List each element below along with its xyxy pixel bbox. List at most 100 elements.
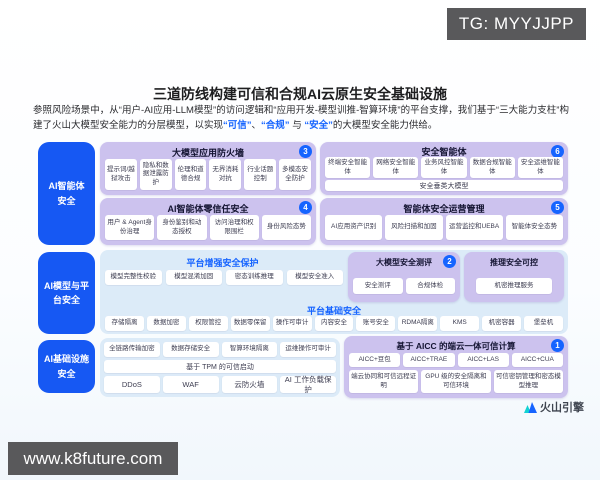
item-row: 用户 & Agent身份治理 身份鉴别和动态授权 访问治理和权限围栏 身份风险态… — [105, 215, 311, 240]
badge-5: 5 — [551, 201, 564, 214]
capability-item: 多模态安全防护 — [279, 159, 311, 190]
item-row: AI应用资产识别 风险扫描和加固 运营监控和UEBA 智能体安全态势 — [325, 215, 563, 240]
page-title: 三道防线构建可信和合规AI云原生安全基础设施 — [153, 86, 447, 102]
capability-item: 密态训练推理 — [226, 270, 283, 285]
capability-item: 网络安全智能体 — [373, 157, 419, 178]
capability-item: AICC+TRAE — [403, 353, 455, 367]
badge-3: 3 — [299, 145, 312, 158]
badge-4: 4 — [299, 201, 312, 214]
section-title: 大模型安全测评 — [376, 258, 432, 267]
section-platform-security: 平台增强安全保护 模型完整性校验 模型混淆加固 密态训练推理 模型安全准入 大模… — [100, 250, 568, 334]
section-inference-control: 推理安全可控 机密推理服务 — [464, 252, 564, 302]
capability-item: 隐私和数据泄露防护 — [139, 159, 172, 190]
capability-item: RDMA隔离 — [398, 316, 438, 331]
capability-item: 模型混淆加固 — [165, 270, 222, 285]
capability-item: 机密推理服务 — [476, 278, 552, 294]
capability-item: 安全测评 — [353, 278, 403, 294]
pillar-ai-model-platform-security: AI模型与平 台安全 — [38, 252, 95, 334]
pillar-ai-agent-security: AI智能体 安全 — [38, 142, 95, 245]
section-app-firewall: 大模型应用防火墙 3 提示词/越狱攻击 隐私和数据泄露防护 伦理和道德合规 无界… — [100, 142, 316, 195]
capability-item: 安全运维智能体 — [517, 157, 564, 178]
badge-6: 6 — [551, 145, 564, 158]
capability-item: 业务风控智能体 — [421, 157, 467, 178]
section-title: 基于 AICC 的端云一体可信计算 — [396, 341, 516, 351]
site-watermark-badge: www.k8future.com — [8, 442, 178, 475]
capability-item: DDoS — [104, 376, 160, 393]
security-vertical-model: 安全垂类大模型 — [325, 180, 563, 191]
highlight-secure: “安全” — [304, 119, 333, 131]
capability-item: AI应用资产识别 — [325, 215, 383, 240]
capability-item: 模型完整性校验 — [105, 270, 162, 285]
intro-text: 参照风险场景中，从“用户-AI应用-LLM模型”的访问逻辑和“应用开发-模型训推… — [33, 105, 569, 131]
capability-item: 伦理和道德合规 — [174, 159, 207, 190]
badge-1: 1 — [551, 339, 564, 352]
section-infra: 全链路传输加密 数据存储安全 智算环境隔离 运维操作可审计 基于 TPM 的可信… — [100, 338, 340, 397]
tg-watermark-badge: TG: MYYJJPP — [446, 8, 586, 40]
section-title: 推理安全可控 — [490, 258, 538, 267]
highlight-compliant: “合规” — [261, 119, 290, 131]
platform-enhanced-title: 平台增强安全保护 — [186, 258, 259, 268]
capability-item: 数据合规智能体 — [469, 157, 515, 178]
capability-item: 身份风险态势 — [261, 215, 311, 240]
capability-item: 行业话题控制 — [244, 159, 277, 190]
capability-item: 机密容器 — [482, 316, 522, 331]
item-row: 提示词/越狱攻击 隐私和数据泄露防护 伦理和道德合规 无界消耗对抗 行业话题控制… — [105, 159, 311, 190]
item-row: 安全测评 合规体检 — [353, 278, 455, 294]
item-row: 机密推理服务 — [476, 278, 552, 294]
section-model-eval: 大模型安全测评 2 安全测评 合规体检 — [348, 252, 460, 302]
item-row: 终端安全智能体 网络安全智能体 业务风控智能体 数据合规智能体 安全运维智能体 — [325, 157, 564, 178]
capability-item: AICC+豆包 — [349, 353, 401, 367]
capability-item: AICC+LAS — [457, 353, 509, 367]
capability-item: 端云协同和可信远程证明 — [349, 370, 419, 393]
capability-item: WAF — [162, 376, 219, 393]
section-title: 安全智能体 — [421, 147, 467, 157]
capability-item: 堡垒机 — [524, 316, 563, 331]
badge-2: 2 — [443, 255, 456, 268]
section-title: AI智能体零信任安全 — [167, 204, 249, 214]
capability-item: 合规体检 — [405, 278, 455, 294]
capability-item: 运营监控和UEBA — [445, 215, 503, 240]
item-row: AICC+豆包 AICC+TRAE AICC+LAS AICC+CUA — [349, 353, 563, 367]
capability-item: 数据零保留 — [230, 316, 270, 331]
capability-item: 可信密钥管理和密态模型推理 — [493, 370, 563, 393]
capability-item: 风险扫描和加固 — [385, 215, 443, 240]
capability-item: 智能体安全态势 — [505, 215, 563, 240]
capability-item: 云防火墙 — [221, 376, 278, 393]
capability-item: 智算环境隔离 — [221, 342, 278, 357]
capability-item: 终端安全智能体 — [325, 157, 371, 178]
capability-item: 模型安全准入 — [286, 270, 343, 285]
capability-item: KMS — [440, 316, 480, 331]
section-zero-trust: AI智能体零信任安全 4 用户 & Agent身份治理 身份鉴别和动态授权 访问… — [100, 198, 316, 245]
capability-item: 提示词/越狱攻击 — [105, 159, 137, 190]
volcengine-logo-text: 火山引擎 — [540, 402, 584, 414]
capability-item: AI 工作负载保护 — [280, 375, 336, 394]
capability-item: 数据存储安全 — [162, 342, 219, 357]
section-aicc: 基于 AICC 的端云一体可信计算 1 AICC+豆包 AICC+TRAE AI… — [344, 336, 568, 398]
capability-item: 无界消耗对抗 — [209, 159, 242, 190]
item-row: DDoS WAF 云防火墙 AI 工作负载保护 — [104, 375, 336, 394]
capability-item: GPU 级的安全隔离和可信环境 — [421, 370, 491, 393]
capability-item: 账号安全 — [356, 316, 396, 331]
capability-item: 身份鉴别和动态授权 — [157, 215, 207, 240]
capability-item: 访问治理和权限围栏 — [209, 215, 259, 240]
section-title: 大模型应用防火墙 — [171, 148, 244, 158]
capability-item: 全链路传输加密 — [104, 342, 160, 357]
tpm-trusted-boot: 基于 TPM 的可信启动 — [104, 360, 336, 373]
platform-basic-title: 平台基础安全 — [306, 306, 361, 316]
item-row: 模型完整性校验 模型混淆加固 密态训练推理 模型安全准入 — [105, 270, 343, 285]
capability-item: 运维操作可审计 — [280, 342, 336, 357]
highlight-trusted: “可信” — [223, 119, 252, 131]
capability-item: 存储隔离 — [105, 316, 144, 331]
volcengine-logo: 火山引擎 — [524, 399, 584, 415]
capability-item: 权限管控 — [188, 316, 228, 331]
section-agent-ops: 智能体安全运营管理 5 AI应用资产识别 风险扫描和加固 运营监控和UEBA 智… — [320, 198, 568, 245]
intro-paragraph: 参照风险场景中，从“用户-AI应用-LLM模型”的访问逻辑和“应用开发-模型训推… — [33, 105, 569, 131]
item-row: 全链路传输加密 数据存储安全 智算环境隔离 运维操作可审计 — [104, 342, 336, 357]
capability-item: 数据加密 — [146, 316, 186, 331]
volcengine-icon — [524, 401, 537, 413]
item-row: 端云协同和可信远程证明 GPU 级的安全隔离和可信环境 可信密钥管理和密态模型推… — [349, 370, 563, 393]
capability-item: 内容安全 — [314, 316, 354, 331]
section-title: 智能体安全运营管理 — [403, 204, 485, 214]
capability-item: 用户 & Agent身份治理 — [105, 215, 155, 240]
